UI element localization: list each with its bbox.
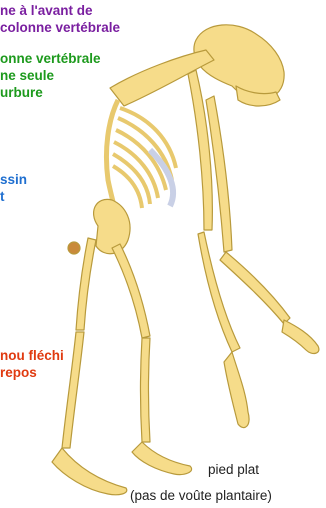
femur-back xyxy=(112,244,150,338)
foot-back xyxy=(132,442,192,475)
foot-front xyxy=(52,448,127,495)
label-foramen: ne à l'avant de colonne vertébrale xyxy=(0,2,120,36)
label-bassin-line1: ssin xyxy=(0,171,27,188)
tibia-front xyxy=(62,332,84,448)
label-genou-line2: repos xyxy=(0,364,64,381)
label-foramen-line2: colonne vertébrale xyxy=(0,19,120,36)
label-genou: nou fléchi repos xyxy=(0,347,64,381)
knee-joint xyxy=(68,242,80,254)
forearm-back xyxy=(220,252,290,324)
label-spine-line3: urbure xyxy=(0,84,101,101)
hand-back xyxy=(282,320,319,353)
rib-cage xyxy=(113,108,176,208)
label-spine: onne vertébrale ne seule urbure xyxy=(0,50,101,101)
hand-front xyxy=(224,352,249,428)
label-foot-line2: (pas de voûte plantaire) xyxy=(130,487,272,504)
upper-arm-front xyxy=(188,70,212,230)
label-spine-line1: onne vertébrale xyxy=(0,50,101,67)
label-spine-line2: ne seule xyxy=(0,67,101,84)
forearm-front xyxy=(198,232,240,352)
tibia-back xyxy=(141,338,151,442)
label-foramen-line1: ne à l'avant de xyxy=(0,2,120,19)
label-bassin: ssin t xyxy=(0,171,27,205)
label-foot-line1: pied plat xyxy=(208,461,259,478)
label-genou-line1: nou fléchi xyxy=(0,347,64,364)
label-bassin-line2: t xyxy=(0,188,27,205)
pelvis xyxy=(94,199,130,253)
